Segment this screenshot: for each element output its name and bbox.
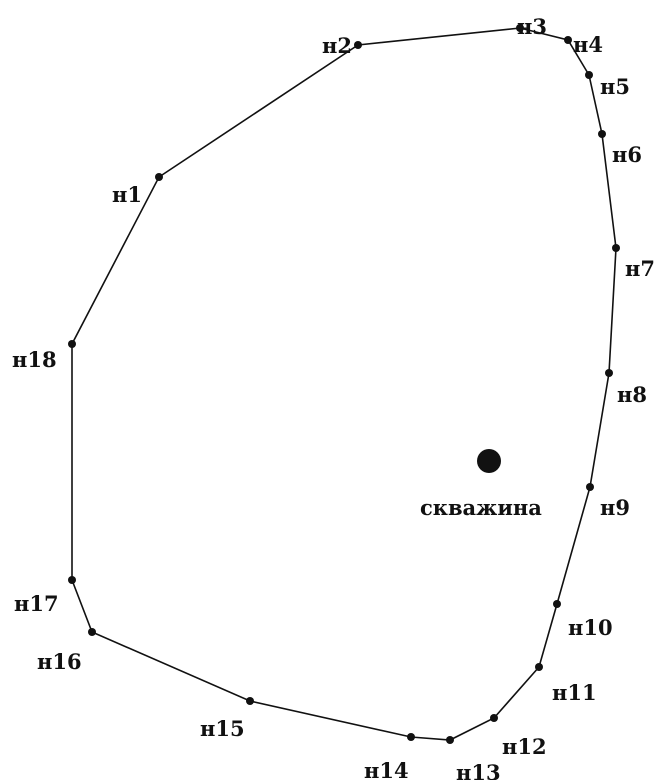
vertex-label-n15: н15 xyxy=(200,716,245,741)
vertex-n11 xyxy=(535,663,543,671)
vertex-label-n7: н7 xyxy=(625,256,655,281)
vertex-label-n6: н6 xyxy=(612,142,642,167)
vertex-n1 xyxy=(155,173,163,181)
vertex-n8 xyxy=(605,369,613,377)
vertex-n4 xyxy=(564,36,572,44)
vertex-n6 xyxy=(598,130,606,138)
vertex-n5 xyxy=(585,71,593,79)
vertex-n13 xyxy=(446,736,454,744)
vertex-label-n17: н17 xyxy=(14,591,59,616)
vertex-n3 xyxy=(516,24,524,32)
vertex-n17 xyxy=(68,576,76,584)
vertex-label-n10: н10 xyxy=(568,615,613,640)
vertex-n12 xyxy=(490,714,498,722)
vertex-n7 xyxy=(612,244,620,252)
vertex-n18 xyxy=(68,340,76,348)
vertex-label-n16: н16 xyxy=(37,649,82,674)
vertex-n15 xyxy=(246,697,254,705)
vertex-label-n9: н9 xyxy=(600,495,630,520)
vertex-n2 xyxy=(354,41,362,49)
vertex-label-n11: н11 xyxy=(552,680,597,705)
vertex-label-n14: н14 xyxy=(364,758,409,780)
vertex-label-n13: н13 xyxy=(456,760,501,780)
well-marker xyxy=(477,449,501,473)
vertex-label-n12: н12 xyxy=(502,734,547,759)
vertex-n9 xyxy=(586,483,594,491)
vertex-n16 xyxy=(88,628,96,636)
vertex-label-n5: н5 xyxy=(600,74,630,99)
vertex-n14 xyxy=(407,733,415,741)
vertex-label-n18: н18 xyxy=(12,347,57,372)
well-label: скважина xyxy=(420,495,542,520)
vertex-label-n1: н1 xyxy=(112,182,142,207)
vertex-n10 xyxy=(553,600,561,608)
boundary-vertices xyxy=(68,24,620,744)
vertex-label-n2: н2 xyxy=(322,33,352,58)
vertex-label-n8: н8 xyxy=(617,382,647,407)
vertex-label-n4: н4 xyxy=(573,32,603,57)
boundary-polygon xyxy=(71,27,617,741)
vertex-label-n3: н3 xyxy=(517,14,547,39)
